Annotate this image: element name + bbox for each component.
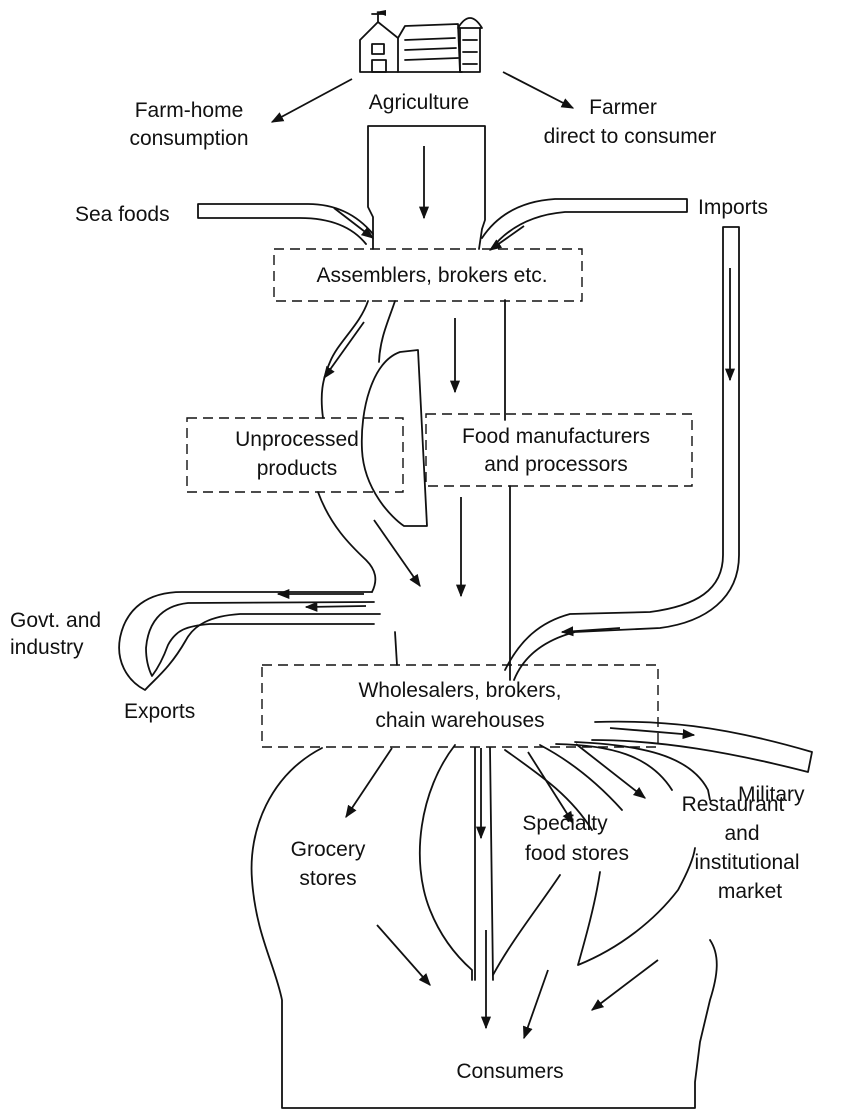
arrow-specialty-to-consumers xyxy=(523,969,549,1040)
right-branch-edge xyxy=(378,300,396,363)
left-branch-edge xyxy=(320,300,369,419)
exports-tube-outer xyxy=(118,591,381,691)
direct-to-consumer-label: Farmer xyxy=(589,96,657,119)
wholesalers-box xyxy=(261,664,659,748)
wholesalers-label: Wholesalers, brokers, xyxy=(358,679,561,702)
trunk-left-edge xyxy=(394,631,398,666)
imports-tube xyxy=(481,198,688,249)
restaurant-label-line3: institutional xyxy=(694,851,799,874)
center-channel-right xyxy=(489,747,494,981)
grocery-side-curve xyxy=(418,744,473,981)
unprocessed-label-line2: products xyxy=(257,457,338,480)
restaurant-label-line4: market xyxy=(718,880,782,903)
restaurant-label-line2: and xyxy=(724,822,759,845)
imports-label: Imports xyxy=(698,196,768,219)
restaurant-curve xyxy=(555,743,673,791)
military-tube xyxy=(591,720,813,773)
arrow-to-exports xyxy=(304,601,367,612)
manufacturers-label: Food manufacturers xyxy=(462,425,650,448)
arrow-to-unprocessed xyxy=(323,321,365,380)
imports-long-tube xyxy=(504,226,740,681)
arrow-restaurant-to-consumers xyxy=(590,959,659,1011)
arrow-to-specialty xyxy=(527,751,574,825)
arrow-to-military xyxy=(609,727,696,740)
arrow-unprocessed-down xyxy=(373,519,421,588)
specialty-curve-2 xyxy=(539,744,623,811)
govt-industry-label-line2: industry xyxy=(10,636,84,659)
arrow-to-direct xyxy=(502,71,575,109)
farm-home-label-line2: consumption xyxy=(129,127,248,150)
specialty-return-curve xyxy=(492,874,561,976)
specialty-label-line2: food stores xyxy=(525,842,629,865)
govt-industry-label: Govt. and xyxy=(10,609,101,632)
agriculture-label: Agriculture xyxy=(369,91,469,114)
farm-home-label: Farm-home xyxy=(135,99,244,122)
arrow-to-grocery xyxy=(345,747,393,819)
manufacturers-box xyxy=(425,413,693,487)
specialty-curve-1 xyxy=(504,749,593,831)
arrow-to-restaurant xyxy=(575,743,646,799)
restaurant-curve-outer xyxy=(574,741,711,801)
grocery-label: Grocery xyxy=(291,838,366,861)
assemblers-label: Assemblers, brokers etc. xyxy=(316,264,547,287)
arrow-imports-to-wholesalers xyxy=(560,626,621,637)
loop-channel xyxy=(360,349,428,527)
exports-tube-inner xyxy=(145,601,375,677)
unprocessed-outflow-edge xyxy=(317,491,377,593)
direct-to-consumer-label-line2: direct to consumer xyxy=(544,125,717,148)
agriculture-channel xyxy=(367,125,486,250)
consumers-container xyxy=(250,747,718,1109)
specialty-label: Specialty xyxy=(522,812,608,835)
sea-foods-label: Sea foods xyxy=(75,203,170,226)
arrow-grocery-to-consumers xyxy=(376,924,431,986)
grocery-label-line2: stores xyxy=(299,867,356,890)
arrow-sea-foods xyxy=(333,207,374,239)
wholesalers-label-line2: chain warehouses xyxy=(375,709,544,732)
consumers-label: Consumers xyxy=(456,1060,563,1083)
manufacturers-label-line2: and processors xyxy=(484,453,628,476)
unprocessed-label: Unprocessed xyxy=(235,428,359,451)
barn-icon xyxy=(359,10,483,73)
arrow-imports-in xyxy=(488,225,525,251)
assemblers-box xyxy=(273,248,583,302)
sea-foods-tube xyxy=(197,203,374,245)
restaurant-label: Restaurant xyxy=(682,793,785,816)
restaurant-return-curve xyxy=(577,847,696,966)
exports-label: Exports xyxy=(124,700,195,723)
military-label: Military xyxy=(738,783,805,806)
arrow-to-farm-home xyxy=(270,78,353,123)
